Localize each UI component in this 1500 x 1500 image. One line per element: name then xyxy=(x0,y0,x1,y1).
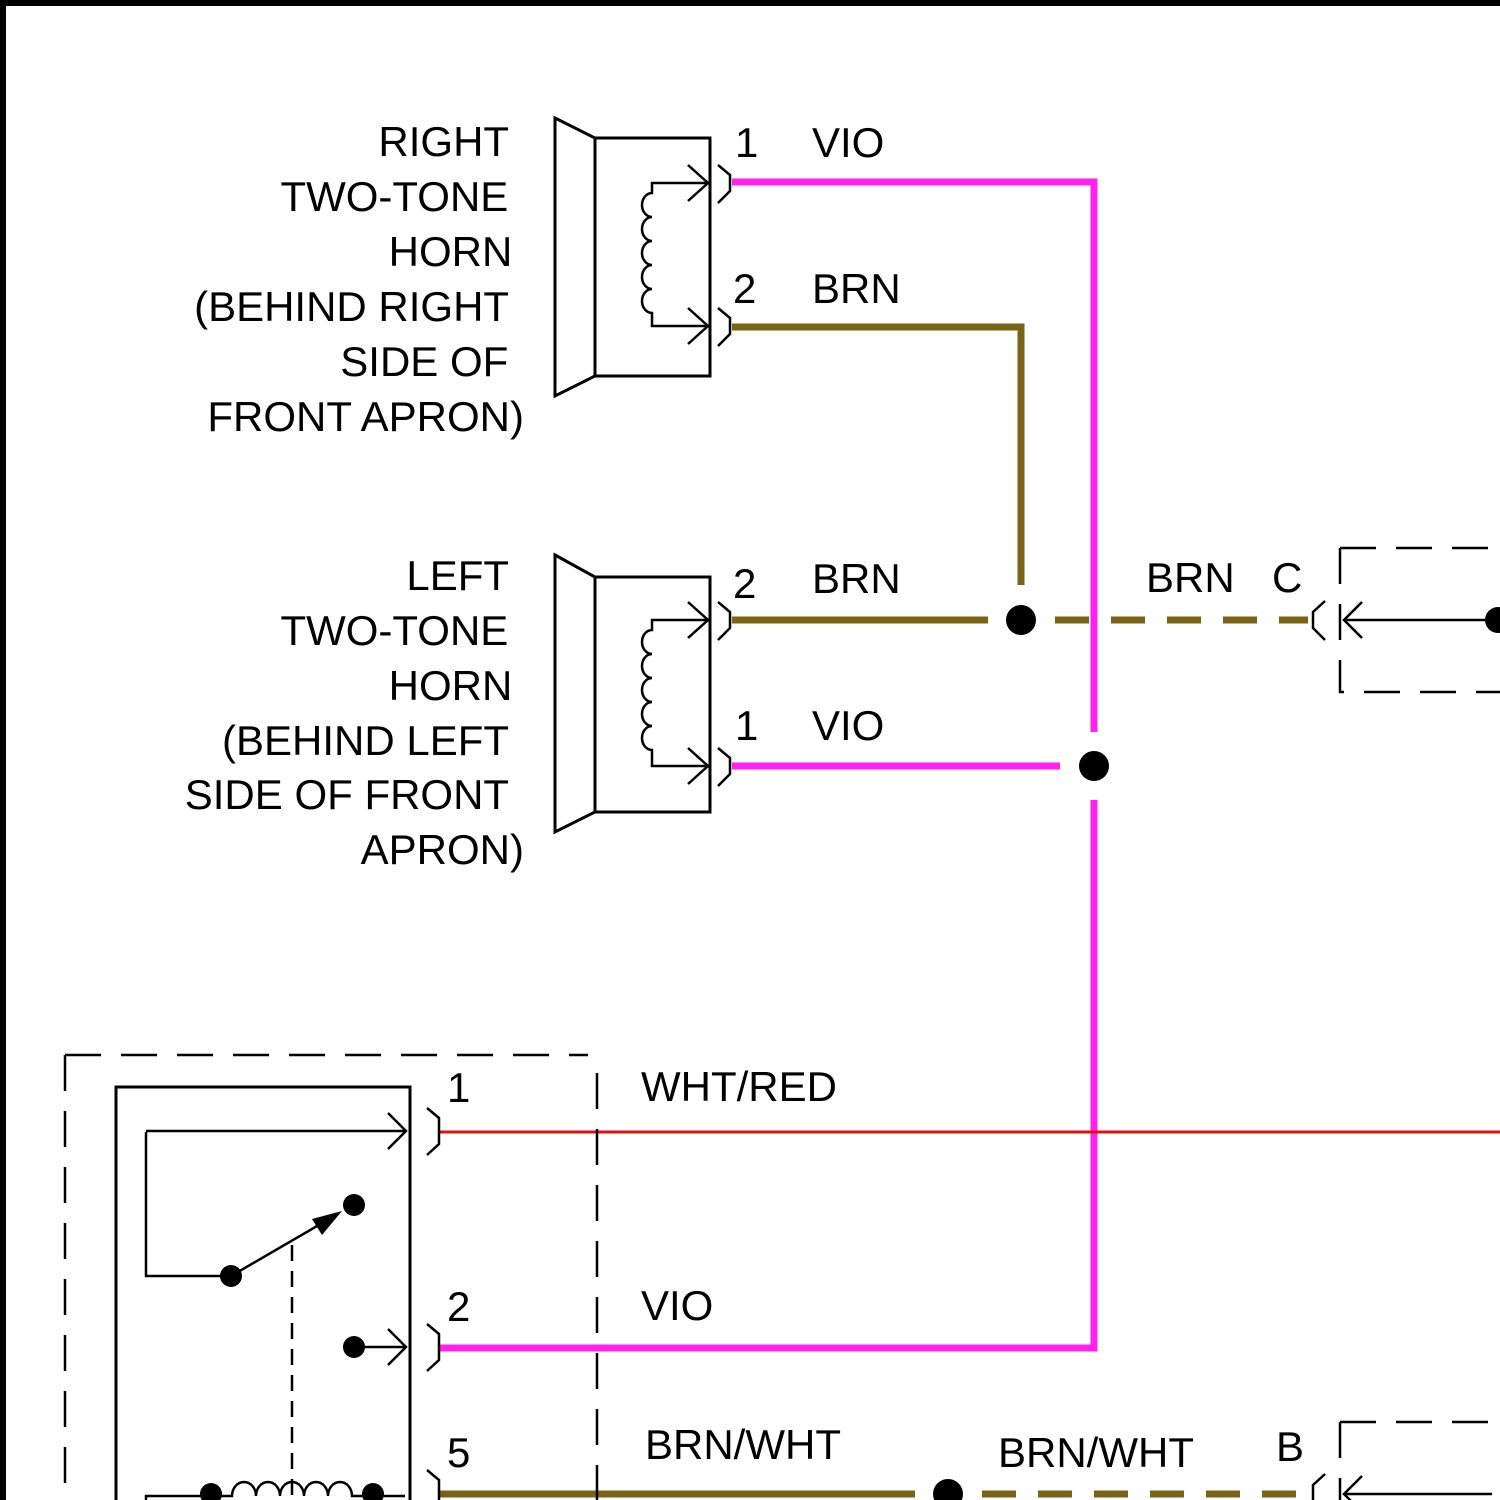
right-horn-pin1-wire-label: VIO xyxy=(812,119,884,166)
connector-b-arrow-icon xyxy=(1344,1476,1492,1500)
relay-contact-fixed-dot xyxy=(343,1194,365,1216)
right-horn-pin1-connector-icon xyxy=(718,165,730,203)
connector-b-wire-label: BRN/WHT xyxy=(998,1429,1194,1476)
relay-pin5-wire-label: BRN/WHT xyxy=(645,1421,841,1468)
left-horn-pin2-connector-icon xyxy=(718,602,730,640)
connector-b-boundary xyxy=(1340,1422,1500,1500)
left-horn: LEFT TWO-TONE HORN (BEHIND LEFT SIDE OF … xyxy=(185,552,901,873)
relay-pin1-connector-icon xyxy=(427,1108,439,1155)
brn-wht-splice-dot xyxy=(933,1479,963,1500)
right-horn-label-line: FRONT APRON) xyxy=(207,393,524,440)
relay-boundary xyxy=(65,1055,597,1500)
right-horn-label-line: SIDE OF xyxy=(340,338,508,385)
left-horn-pin2-number: 2 xyxy=(733,560,756,607)
left-horn-label-line: (BEHIND LEFT xyxy=(222,717,508,764)
right-horn-pin1-number: 1 xyxy=(735,119,758,166)
right-horn-label-line: HORN xyxy=(389,228,513,275)
horn-relay: 1 WHT/RED 2 VIO 5 BRN/WHT xyxy=(65,1055,841,1500)
left-horn-label-line: APRON) xyxy=(361,826,524,873)
left-horn-coil-icon xyxy=(642,620,710,766)
brn-splice-dot xyxy=(1006,605,1036,635)
right-horn-pin2-connector-icon xyxy=(718,308,730,346)
left-horn-pin2-wire-label: BRN xyxy=(812,555,901,602)
right-horn-label: RIGHT TWO-TONE HORN (BEHIND RIGHT SIDE O… xyxy=(194,118,524,440)
left-horn-pin1-connector-icon xyxy=(718,748,730,786)
right-horn-pin2-number: 2 xyxy=(733,265,756,312)
relay-switch-arrow-icon xyxy=(312,1211,342,1235)
right-horn-flare xyxy=(555,118,595,396)
relay-pin5-connector-icon xyxy=(427,1470,439,1500)
left-horn-pin1-wire-label: VIO xyxy=(812,702,884,749)
connector-c-wire-label: BRN xyxy=(1146,554,1235,601)
connector-b-letter: B xyxy=(1276,1423,1304,1470)
left-horn-body xyxy=(595,577,710,812)
connector-b: BRN/WHT B xyxy=(998,1422,1500,1500)
relay-pin1-wire-label: WHT/RED xyxy=(641,1063,837,1110)
left-horn-label: LEFT TWO-TONE HORN (BEHIND LEFT SIDE OF … xyxy=(185,552,524,873)
wire-vio-right-horn xyxy=(732,182,1094,732)
relay-coil-left-dot xyxy=(200,1483,222,1500)
relay-pin2-wire-label: VIO xyxy=(641,1282,713,1329)
left-horn-label-line: TWO-TONE xyxy=(280,607,508,654)
connector-c-socket-icon xyxy=(1313,601,1325,640)
relay-pin5-number: 5 xyxy=(447,1429,470,1476)
wire-brn-right-horn xyxy=(732,327,1021,585)
right-horn-label-line: RIGHT xyxy=(378,118,508,165)
connector-b-socket-icon xyxy=(1313,1474,1325,1500)
left-horn-label-line: SIDE OF FRONT xyxy=(185,771,509,818)
left-horn-label-line: LEFT xyxy=(406,552,508,599)
right-horn: RIGHT TWO-TONE HORN (BEHIND RIGHT SIDE O… xyxy=(194,118,901,440)
relay-pin2-number: 2 xyxy=(447,1283,470,1330)
vio-splice-dot xyxy=(1079,751,1109,781)
connector-c-arrow-icon xyxy=(1344,602,1492,638)
left-horn-label-line: HORN xyxy=(389,662,513,709)
right-horn-label-line: (BEHIND RIGHT xyxy=(194,283,508,330)
right-horn-label-line: TWO-TONE xyxy=(280,173,508,220)
right-horn-pin2-wire-label: BRN xyxy=(812,265,901,312)
connector-c-letter: C xyxy=(1272,554,1302,601)
left-horn-flare xyxy=(555,555,595,832)
relay-body xyxy=(116,1087,410,1500)
relay-contact-line xyxy=(146,1132,231,1276)
relay-pin2-connector-icon xyxy=(427,1324,439,1371)
relay-pin1-number: 1 xyxy=(447,1064,470,1111)
relay-coil-right-dot xyxy=(362,1483,384,1500)
left-horn-pin1-number: 1 xyxy=(735,702,758,749)
right-horn-coil-icon xyxy=(642,183,710,326)
connector-c-terminal-dot xyxy=(1485,607,1500,633)
